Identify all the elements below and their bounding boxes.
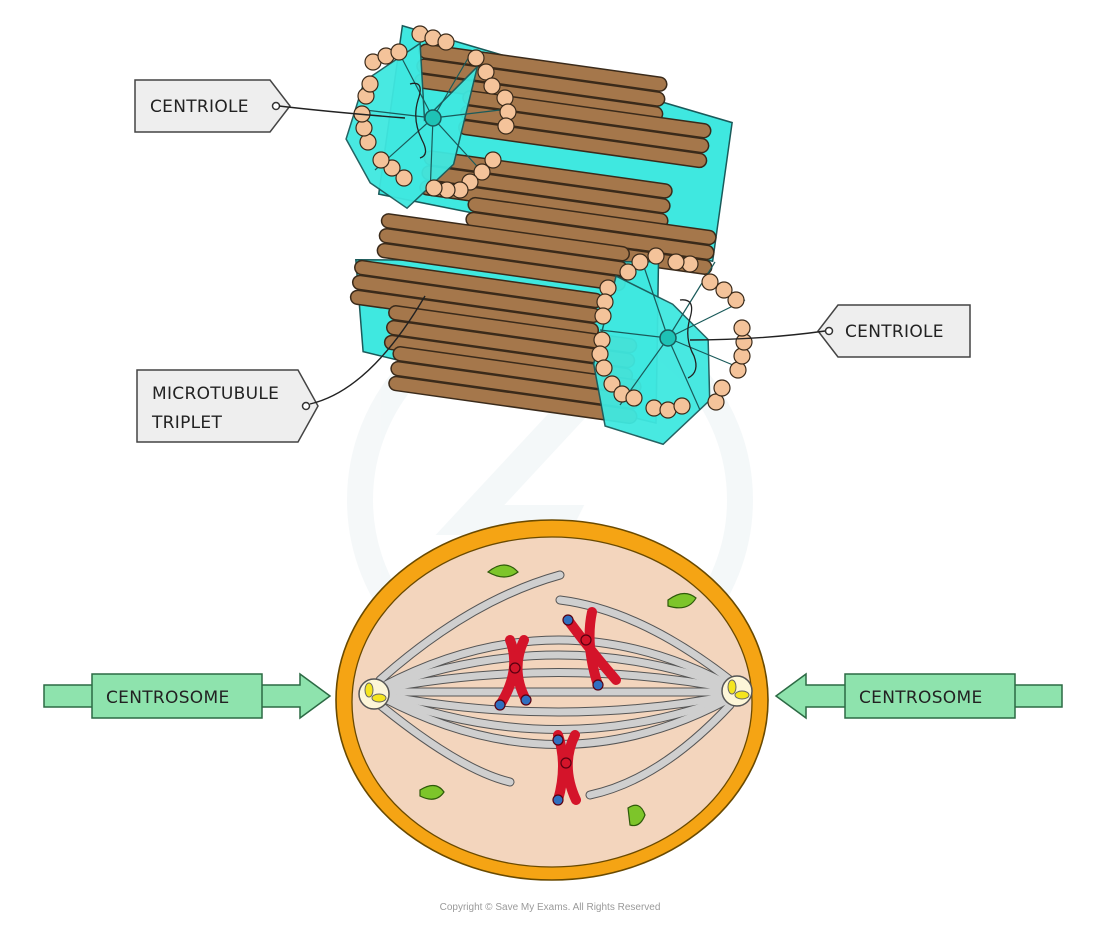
leader-line — [309, 295, 426, 405]
dividing-cell — [335, 519, 769, 881]
centrosome-arrow-left: CENTROSOME — [43, 672, 332, 720]
label-microtubule-triplet: MICROTUBULE TRIPLET — [136, 295, 426, 443]
chromosome — [494, 635, 532, 711]
chromosome — [552, 730, 581, 806]
label-centriole-right: CENTRIOLE — [689, 304, 971, 358]
spindle-fibres — [371, 570, 743, 800]
centriole-hub — [659, 329, 677, 347]
centrosome-arrow-right: CENTROSOME — [774, 672, 1063, 720]
chromosome — [562, 607, 621, 691]
centrosome-left — [358, 678, 390, 710]
microtubule-text-line2: TRIPLET — [151, 413, 222, 433]
chromosomes — [494, 607, 621, 806]
centriole-right-text: CENTRIOLE — [845, 322, 944, 342]
leader-line — [689, 330, 826, 341]
centrosome-left-text: CENTROSOME — [106, 688, 230, 708]
leader-line — [278, 105, 406, 119]
centriole-top — [345, 24, 733, 276]
label-centriole-top: CENTRIOLE — [134, 79, 406, 133]
centrosome-right-text: CENTROSOME — [859, 688, 983, 708]
microtubule-text-line1: MICROTUBULE — [152, 384, 279, 404]
organelles — [419, 564, 697, 827]
copyright-text: Copyright © Save My Exams. All Rights Re… — [440, 902, 661, 913]
centrosome-right — [721, 675, 753, 707]
centriole-bottom — [348, 212, 753, 446]
centriole-top-text: CENTRIOLE — [150, 97, 249, 117]
centriole-hub — [424, 109, 442, 127]
